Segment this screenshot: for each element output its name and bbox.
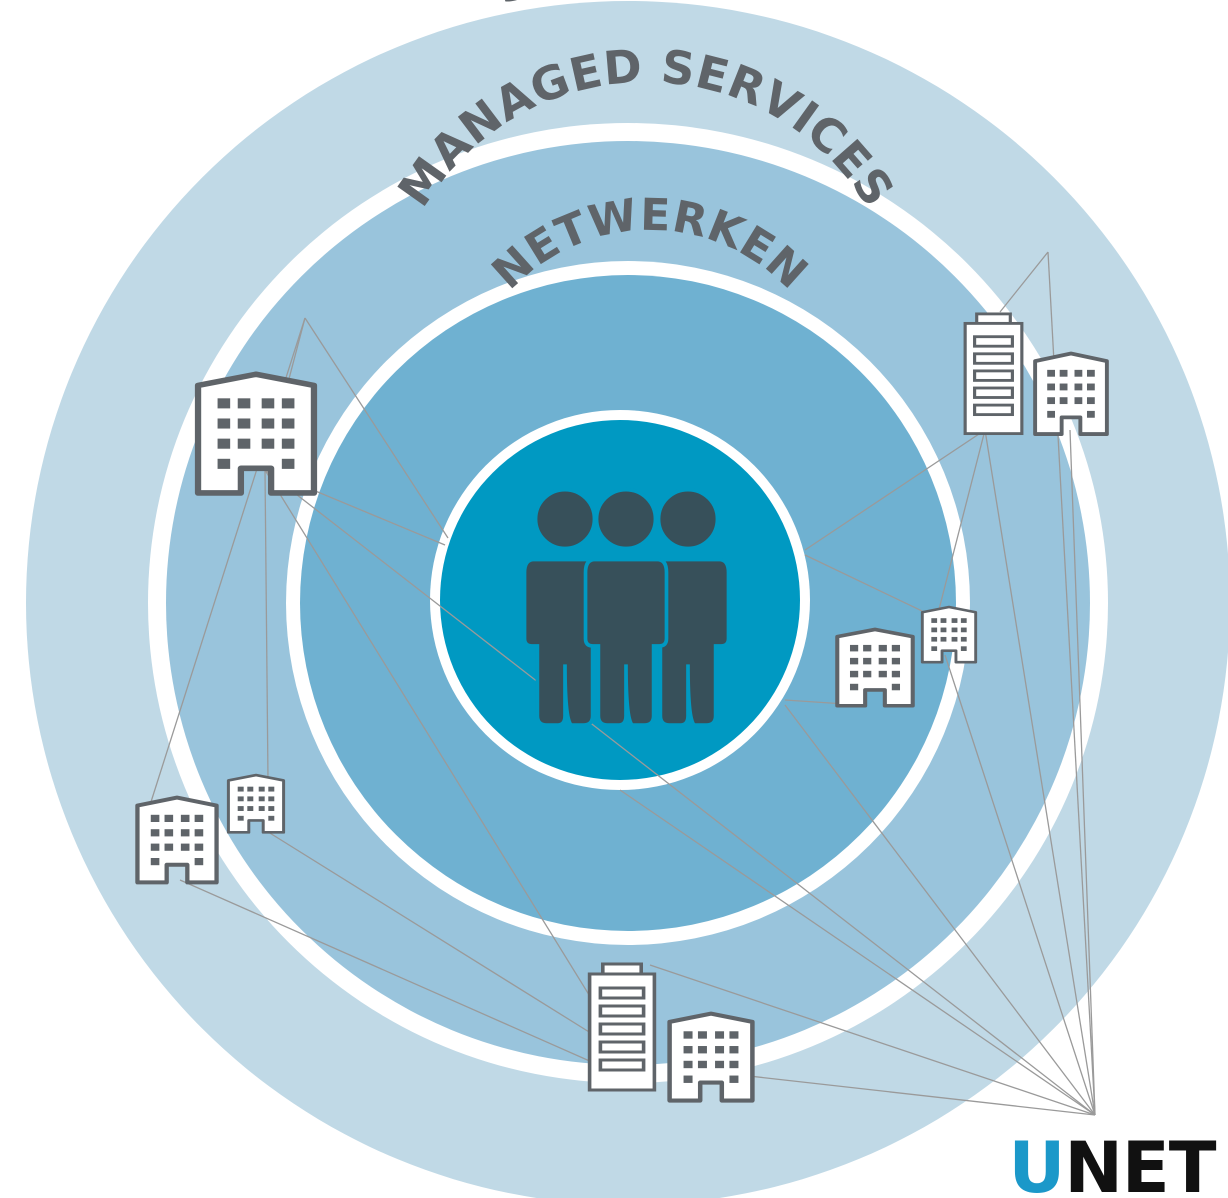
- unet-logo: UNET: [1009, 1127, 1217, 1198]
- team-icon: [522, 487, 731, 727]
- office-tower-icon: [587, 962, 657, 1092]
- office-tower-icon: [963, 312, 1024, 436]
- logo-part-net: NET: [1064, 1127, 1216, 1198]
- logo-part-u: U: [1009, 1127, 1065, 1198]
- network-lines: [149, 251, 1096, 1116]
